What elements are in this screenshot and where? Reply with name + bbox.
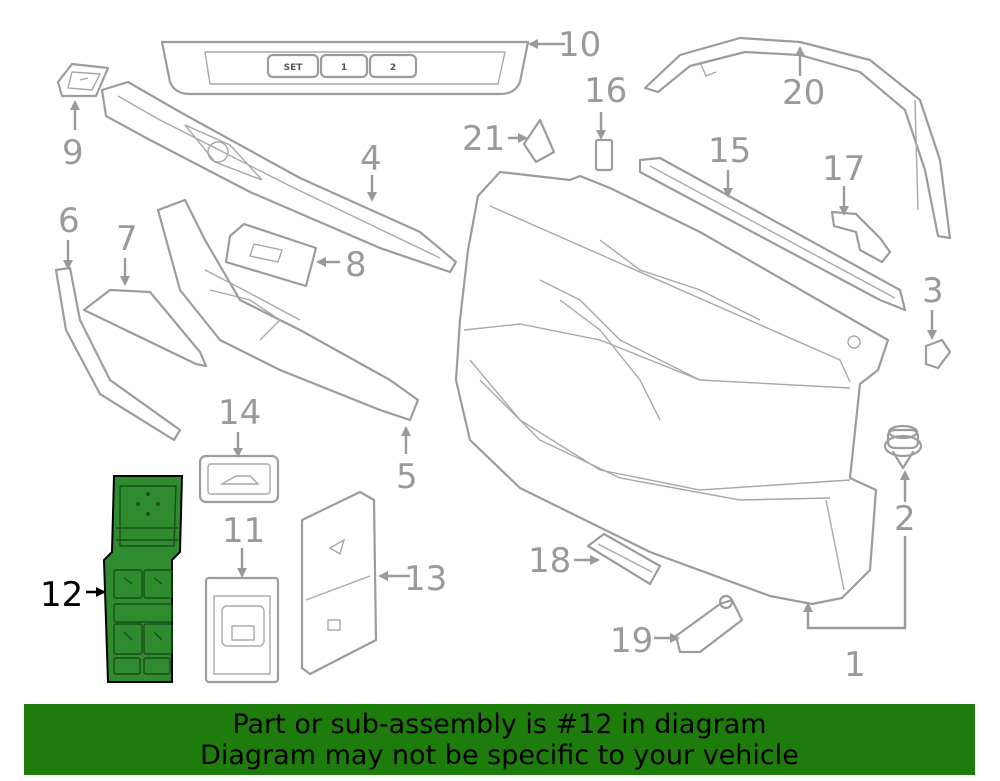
callout-4: 4: [360, 139, 382, 179]
callout-13: 13: [404, 559, 447, 599]
part-20-frame-trim: [643, 36, 952, 240]
set-button-label: SET: [284, 63, 304, 73]
part-9-switch: [56, 62, 110, 98]
part-16-clip: [594, 138, 614, 172]
callout-6: 6: [58, 201, 80, 241]
callout-18: 18: [528, 541, 571, 581]
callout-17: 17: [822, 149, 865, 189]
parts-diagram: SET 1 2: [40, 25, 952, 685]
callout-10: 10: [558, 25, 601, 65]
part-2-push-clip: [883, 424, 923, 470]
part-11-switch-frame: [204, 576, 280, 684]
banner-line-2: Diagram may not be specific to your vehi…: [200, 740, 799, 771]
callout-16: 16: [584, 71, 627, 111]
callout-2: 2: [894, 499, 916, 539]
part-17-bracket: [830, 210, 892, 264]
part-8-switch-housing: [224, 222, 318, 288]
part-21-trim-cap: [522, 118, 556, 164]
callout-3: 3: [922, 271, 944, 311]
leader-lines: [63, 39, 937, 643]
part-1-door-panel: [454, 170, 890, 606]
part-18-light: [586, 532, 662, 586]
callout-11: 11: [222, 511, 265, 551]
part-14-switch-bezel: [198, 454, 280, 504]
callout-1: 1: [844, 645, 866, 685]
callout-8: 8: [345, 245, 367, 285]
part-5-armrest: [156, 198, 420, 422]
part-12-window-switch: [102, 475, 184, 683]
part-6-pillar-trim: [54, 266, 182, 442]
part-15-seal-strip: [638, 156, 907, 312]
part-10-memory-switch-panel: SET 1 2: [160, 40, 530, 96]
callout-5: 5: [396, 457, 418, 497]
part-19-sensor: [674, 594, 744, 654]
callout-numbers: 10 9 4 21 16 20 15 17 3 8 6 7 5 14 11 13…: [40, 25, 944, 685]
banner-line-1: Part or sub-assembly is #12 in diagram: [232, 709, 767, 740]
callout-21: 21: [462, 119, 505, 159]
info-banner: Part or sub-assembly is #12 in diagram D…: [24, 704, 975, 775]
callout-15: 15: [708, 131, 751, 171]
callout-12: 12: [40, 575, 83, 615]
callout-14: 14: [218, 393, 261, 433]
part-3-clip: [924, 338, 952, 370]
callout-20: 20: [782, 73, 825, 113]
callout-19: 19: [610, 621, 653, 661]
callout-9: 9: [62, 133, 84, 173]
callout-7: 7: [116, 219, 138, 259]
part-13-switch-panel: [300, 490, 378, 676]
part-4-trim-strip: [100, 80, 458, 274]
memory-1-label: 1: [341, 63, 347, 73]
part-7-pocket-cover: [82, 288, 208, 368]
memory-2-label: 2: [390, 63, 396, 73]
